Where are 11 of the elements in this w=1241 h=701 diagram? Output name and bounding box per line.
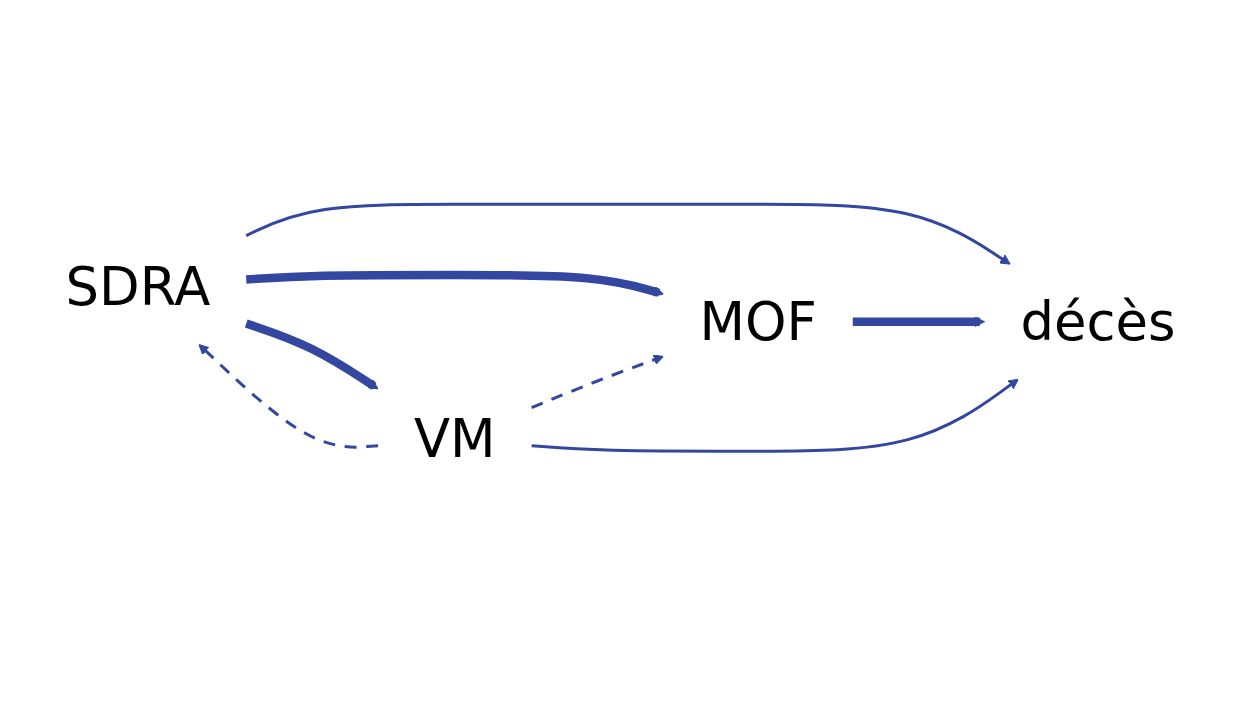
- arrow: [852, 316, 986, 327]
- node-text: décès: [1020, 290, 1176, 352]
- arrow: [244, 319, 379, 390]
- arrow: [198, 344, 379, 449]
- node-text: VM: [414, 408, 496, 470]
- arrow: [531, 354, 664, 409]
- arrow: [245, 270, 664, 297]
- node-text: MOF: [699, 290, 817, 352]
- arrow: [531, 378, 1019, 453]
- arrow: [245, 202, 1011, 265]
- node-text: SDRA: [65, 255, 211, 317]
